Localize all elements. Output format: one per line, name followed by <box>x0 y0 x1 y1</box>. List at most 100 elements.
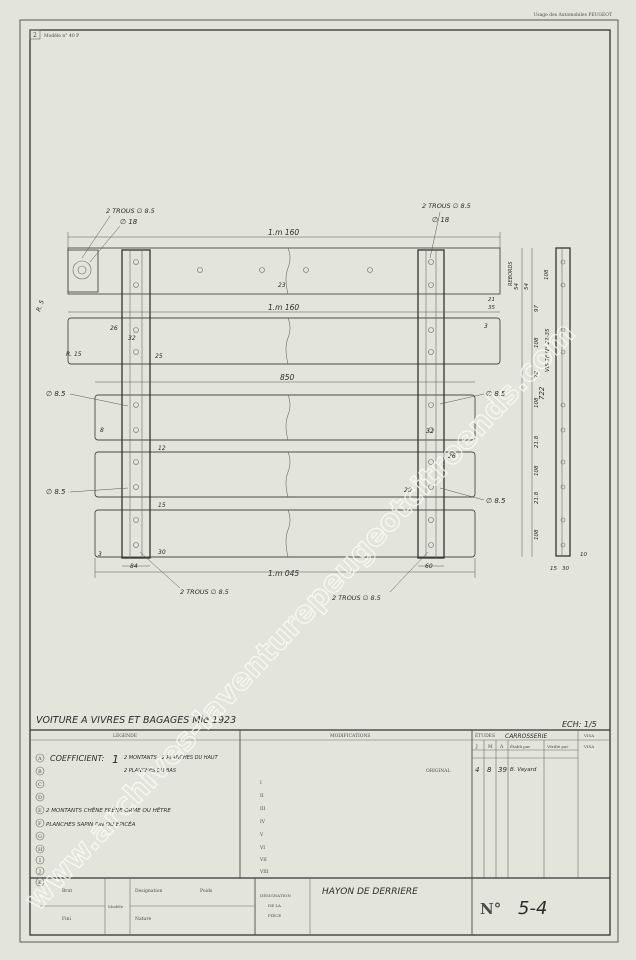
watermark: www.archives-laventurepeugeotcitroends.c… <box>18 316 582 917</box>
dia-right-2: ∅ 8.5 <box>486 497 506 505</box>
svg-text:E: E <box>38 808 42 814</box>
visa-col: VISA <box>583 744 594 749</box>
label-nature: Nature <box>135 916 151 922</box>
legend-header: LÉGENDE <box>113 731 137 739</box>
number-prefix: N° <box>480 900 501 918</box>
svg-text:I: I <box>39 858 41 864</box>
original-month: 8 <box>487 766 492 774</box>
coefficient-value: 1 <box>112 753 119 766</box>
date-col-a: A <box>499 744 504 750</box>
side-30: 30 <box>562 566 569 572</box>
scale-label: ECH: 1/5 <box>562 720 597 729</box>
svg-text:VII: VII <box>259 857 267 863</box>
r-label-2: R. 15 <box>66 351 82 358</box>
vert-97: 97 <box>534 305 540 312</box>
svg-text:K: K <box>38 880 42 886</box>
coefficient-line-2: 2 PLANCHES DU BAS <box>124 768 177 774</box>
dim-21: 21 <box>488 297 495 303</box>
piece-label-3: PIÈCE <box>268 913 281 918</box>
side-view <box>555 247 571 557</box>
front-view: 1.m 160 <box>35 202 587 602</box>
vert-218-b: 21.8 <box>534 491 540 504</box>
side-10: 10 <box>580 552 587 558</box>
model-note: Modèle n° 40 P <box>44 32 79 39</box>
svg-text:A: A <box>37 756 42 762</box>
dim-32-right: 32 <box>426 428 434 435</box>
dia-top-right: ∅ 18 <box>432 216 450 224</box>
company-name: Usage des Automobiles PEUGEOT <box>533 12 612 18</box>
vert-108-c: 108 <box>534 397 540 408</box>
dim-width-top: 1.m 160 <box>268 228 299 237</box>
corner-plate <box>67 249 99 293</box>
holes-top-right: 2 TROUS ∅ 8.5 <box>422 202 471 210</box>
svg-text:VIII: VIII <box>259 869 269 875</box>
drawing-title: VOITURE A VIVRES ET BAGAGES Mle 1923 <box>36 715 236 726</box>
legend-line-e: 2 MONTANTS CHÊNE FRÊNE ORME OU HÊTRE <box>46 806 171 814</box>
label-designation: Designation <box>135 888 162 894</box>
title-block <box>30 729 610 935</box>
dim-84: 84 <box>130 563 138 570</box>
plank-3 <box>94 394 476 441</box>
dia-right-1: ∅ 8.5 <box>486 390 506 398</box>
vert-108-e: 108 <box>534 529 540 540</box>
svg-text:V: V <box>259 832 264 838</box>
vis-label: VIS TF N° 22-35 <box>545 328 551 372</box>
date-col-verifie: Vérifié par <box>546 744 568 749</box>
dim-35: 35 <box>488 305 495 311</box>
dim-60: 60 <box>425 563 433 570</box>
vert-218-a: 21.8 <box>534 435 540 448</box>
svg-text:J: J <box>38 869 41 875</box>
sheet-number-box <box>29 29 41 40</box>
dept-label: CARROSSERIE <box>505 733 547 740</box>
visa-header: VISA <box>583 733 594 738</box>
svg-text:VI: VI <box>259 845 265 851</box>
side-15: 15 <box>550 566 557 572</box>
outer-border <box>19 19 619 943</box>
plank-5 <box>94 509 476 558</box>
dim-width-bottom: 1.m 045 <box>268 569 299 578</box>
dim-8: 8 <box>100 427 104 434</box>
plank-4 <box>94 451 476 498</box>
date-col-j: J <box>475 744 478 750</box>
etudes-label: ÉTUDES <box>475 731 495 739</box>
modifications-header: MODIFICATIONS <box>330 733 371 739</box>
date-col-etabli: Établi par <box>510 744 530 749</box>
dia-left-1: ∅ 8.5 <box>46 390 66 398</box>
svg-text:I: I <box>260 780 262 786</box>
vert-108-b: 108 <box>534 337 540 348</box>
dim-width-second: 1.m 160 <box>268 303 299 312</box>
label-brut: Brut <box>62 888 72 894</box>
svg-text:H: H <box>38 847 43 853</box>
dim-32-left: 32 <box>128 335 136 342</box>
dim-width-mid: 850 <box>280 373 295 382</box>
label-fini: Fini <box>62 916 71 922</box>
holes-bottom-right: 2 TROUS ∅ 8.5 <box>332 594 381 602</box>
r-label-1: R. 5 <box>35 299 46 313</box>
drawing-number: 5-4 <box>518 898 547 919</box>
sheet-number: 2 <box>33 32 37 39</box>
dim-15: 15 <box>158 502 166 509</box>
dim-3-right: 3 <box>484 323 488 330</box>
original-year: 39 <box>498 766 507 774</box>
vert-108-a: 108 <box>544 269 550 280</box>
piece-label-2: DE LA <box>268 903 281 908</box>
holes-top-left: 2 TROUS ∅ 8.5 <box>106 207 155 215</box>
dim-23: 23 <box>278 282 286 289</box>
established-by: B. Vayard <box>510 767 537 773</box>
legend-line-f: PLANCHES SAPIN PIN OU ÉPICÉA <box>46 820 136 828</box>
svg-text:III: III <box>260 806 266 812</box>
piece-label-1: DÉSIGNATION <box>260 893 291 898</box>
svg-text:C: C <box>38 782 42 788</box>
dim-26-right: 26 <box>448 453 456 460</box>
dim-30: 30 <box>158 549 166 556</box>
label-poids: Poids <box>200 888 213 894</box>
screw-holes <box>133 259 434 548</box>
inner-border <box>29 29 611 936</box>
dia-top-left: ∅ 18 <box>120 218 138 226</box>
legend-letters: A B C D E F G H I J K <box>35 753 45 887</box>
dim-722: 722 <box>538 386 546 400</box>
rebords-label: REBORDS <box>508 261 514 286</box>
svg-text:D: D <box>38 795 42 801</box>
